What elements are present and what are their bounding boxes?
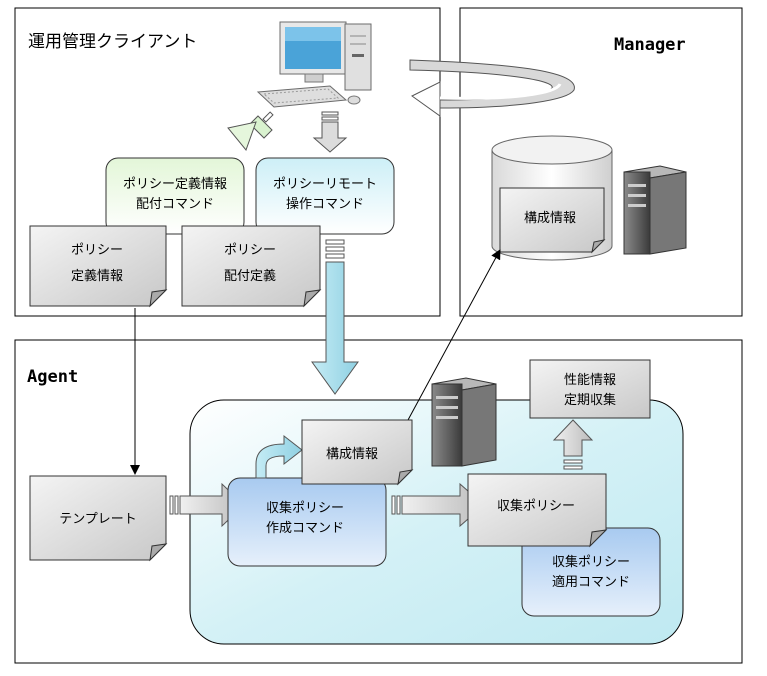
create-to-config-arrow bbox=[255, 434, 303, 479]
agent-server-icon bbox=[431, 377, 497, 467]
client-manager-curved-arrow bbox=[409, 59, 575, 117]
policy-def-info-line2: 定義情報 bbox=[71, 268, 123, 284]
policy-dist-def-line1: ポリシー bbox=[224, 243, 276, 258]
policy-remote-cmd-line2: 操作コマンド bbox=[286, 196, 364, 212]
policy-dist-def-line2: 配付定義 bbox=[224, 268, 276, 284]
collect-policy-label: 収集ポリシー bbox=[497, 498, 575, 514]
agent-config-info-doc: 構成情報 bbox=[301, 419, 414, 486]
policy-remote-cmd-line1: ポリシーリモート bbox=[273, 177, 377, 192]
policy-remote-cmd-box: ポリシーリモート 操作コマンド bbox=[255, 157, 395, 235]
perf-info-line1: 性能情報 bbox=[564, 373, 616, 388]
collect-policy-create-cmd-line2: 作成コマンド bbox=[266, 521, 344, 536]
policy-def-info-line1: ポリシー bbox=[71, 243, 123, 258]
policy-dist-def-doc: ポリシー 配付定義 bbox=[181, 225, 322, 308]
policy-def-dist-cmd-line1: ポリシー定義情報 bbox=[123, 176, 227, 192]
collect-policy-apply-cmd-box: 収集ポリシー 適用コマンド bbox=[521, 527, 661, 617]
template-doc: テンプレート bbox=[29, 475, 168, 562]
pc-to-dist-arrow bbox=[227, 111, 276, 152]
manager-title: Manager bbox=[614, 35, 686, 55]
collect-policy-apply-cmd-line1: 収集ポリシー bbox=[552, 554, 630, 570]
agent-config-info-label: 構成情報 bbox=[326, 447, 378, 462]
policy-def-info-doc: ポリシー 定義情報 bbox=[29, 225, 168, 308]
collect-policy-apply-cmd-line2: 適用コマンド bbox=[552, 574, 630, 590]
policy-def-dist-cmd-line2: 配付コマンド bbox=[136, 197, 214, 212]
manager-server-icon bbox=[623, 165, 687, 255]
collect-policy-create-cmd-box: 収集ポリシー 作成コマンド bbox=[227, 477, 387, 567]
policy-to-perf-arrow bbox=[552, 419, 594, 470]
policy-def-dist-cmd-box: ポリシー定義情報 配付コマンド bbox=[105, 157, 245, 235]
agent-title: Agent bbox=[27, 367, 78, 387]
manager-config-info-doc: 構成情報 bbox=[499, 187, 606, 254]
collect-policy-create-cmd-line1: 収集ポリシー bbox=[266, 500, 344, 516]
perf-info-box: 性能情報 定期収集 bbox=[529, 359, 651, 419]
manager-config-info-label: 構成情報 bbox=[524, 211, 576, 226]
pc-to-remote-arrow bbox=[312, 111, 348, 153]
perf-info-line2: 定期収集 bbox=[564, 392, 616, 408]
client-pc-icon bbox=[256, 21, 372, 108]
collect-policy-doc: 収集ポリシー bbox=[467, 473, 608, 548]
agent-config-to-manager-arrow bbox=[407, 249, 501, 421]
template-label: テンプレート bbox=[59, 512, 137, 527]
client-title: 運用管理クライアント bbox=[28, 32, 197, 52]
remote-to-agent-arrow bbox=[311, 239, 359, 395]
